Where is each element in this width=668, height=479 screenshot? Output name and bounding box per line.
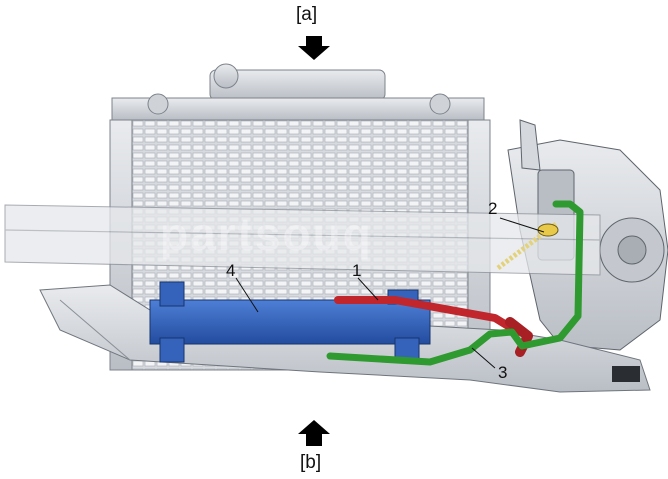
bumper-beam — [4, 204, 601, 276]
callout-1: 1 — [352, 261, 361, 280]
view-label-a: [a] — [296, 4, 318, 25]
callout-4: 4 — [226, 261, 235, 280]
oil-cooler — [149, 281, 431, 363]
callout-3: 3 — [498, 363, 507, 382]
leader-lines — [235, 217, 545, 369]
view-label-b: [b] — [300, 452, 322, 473]
arrow-down-icon — [298, 36, 330, 60]
arrow-up-icon — [298, 420, 330, 446]
watermark: partsouq — [160, 208, 373, 260]
cooler-hose-green — [326, 200, 584, 366]
callout-2: 2 — [488, 199, 497, 218]
